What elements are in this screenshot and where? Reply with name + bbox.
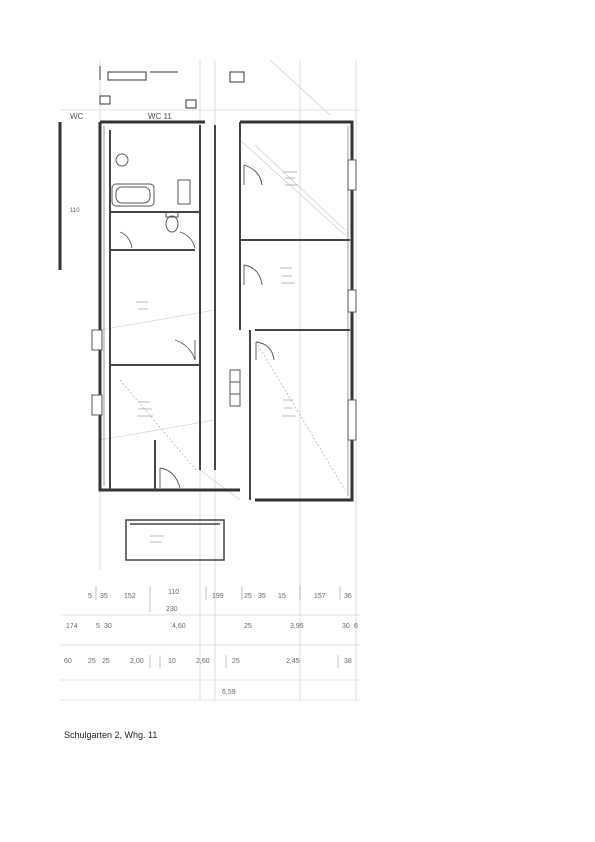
dim-r2-4: 25 — [244, 623, 252, 630]
label-wc-left: WC — [70, 112, 84, 121]
dim-r3-7: 2,45 — [286, 658, 300, 665]
dim-r1-4: 230 — [166, 606, 178, 613]
dim-r2-1: 5 — [96, 623, 100, 630]
dim-r2-5: 3,95 — [290, 623, 304, 630]
label-wc-right: WC 11 — [148, 112, 172, 121]
dim-r3-2: 25 — [102, 658, 110, 665]
dim-r3-3: 2,00 — [130, 658, 144, 665]
dim-r2-3: 4,60 — [172, 623, 186, 630]
dim-r3-6: 25 — [232, 658, 240, 665]
plan-caption: Schulgarten 2, Whg. 11 — [64, 730, 158, 740]
dim-r1-2: 152 — [124, 593, 136, 600]
dim-r1-8: 15 — [278, 593, 286, 600]
dimension-row-3: 60 25 25 2,00 10 2,60 25 2,45 38 — [64, 658, 352, 665]
dim-r1-1: 35 — [100, 593, 108, 600]
dimension-row-1: 5 35 152 110 230 199 25 35 15 157 36 — [88, 589, 352, 613]
dim-r2-0: 174 — [66, 623, 78, 630]
dim-r3-1: 25 — [88, 658, 96, 665]
dim-r2-6: 30 — [342, 623, 350, 630]
dim-r1-3: 110 — [168, 589, 179, 596]
dim-r3-8: 38 — [344, 658, 352, 665]
dim-r2-2: 30 — [104, 623, 112, 630]
dim-r2-7: 6 — [354, 623, 358, 630]
dim-r1-5: 199 — [212, 593, 224, 600]
dim-r3-4: 10 — [168, 658, 176, 665]
dim-r1-7: 35 — [258, 593, 266, 600]
dim-r1-0: 5 — [88, 593, 92, 600]
dim-r3-5: 2,60 — [196, 658, 210, 665]
label-side-left: 110 — [70, 208, 80, 214]
dim-r3-0: 60 — [64, 658, 72, 665]
dim-total: 6,59 — [222, 689, 236, 696]
dim-r1-9: 157 — [314, 593, 326, 600]
dim-r1-6: 25 — [244, 593, 252, 600]
dimension-row-2: 174 5 30 4,60 25 3,95 30 6 — [66, 623, 358, 630]
dim-r1-10: 36 — [344, 593, 352, 600]
